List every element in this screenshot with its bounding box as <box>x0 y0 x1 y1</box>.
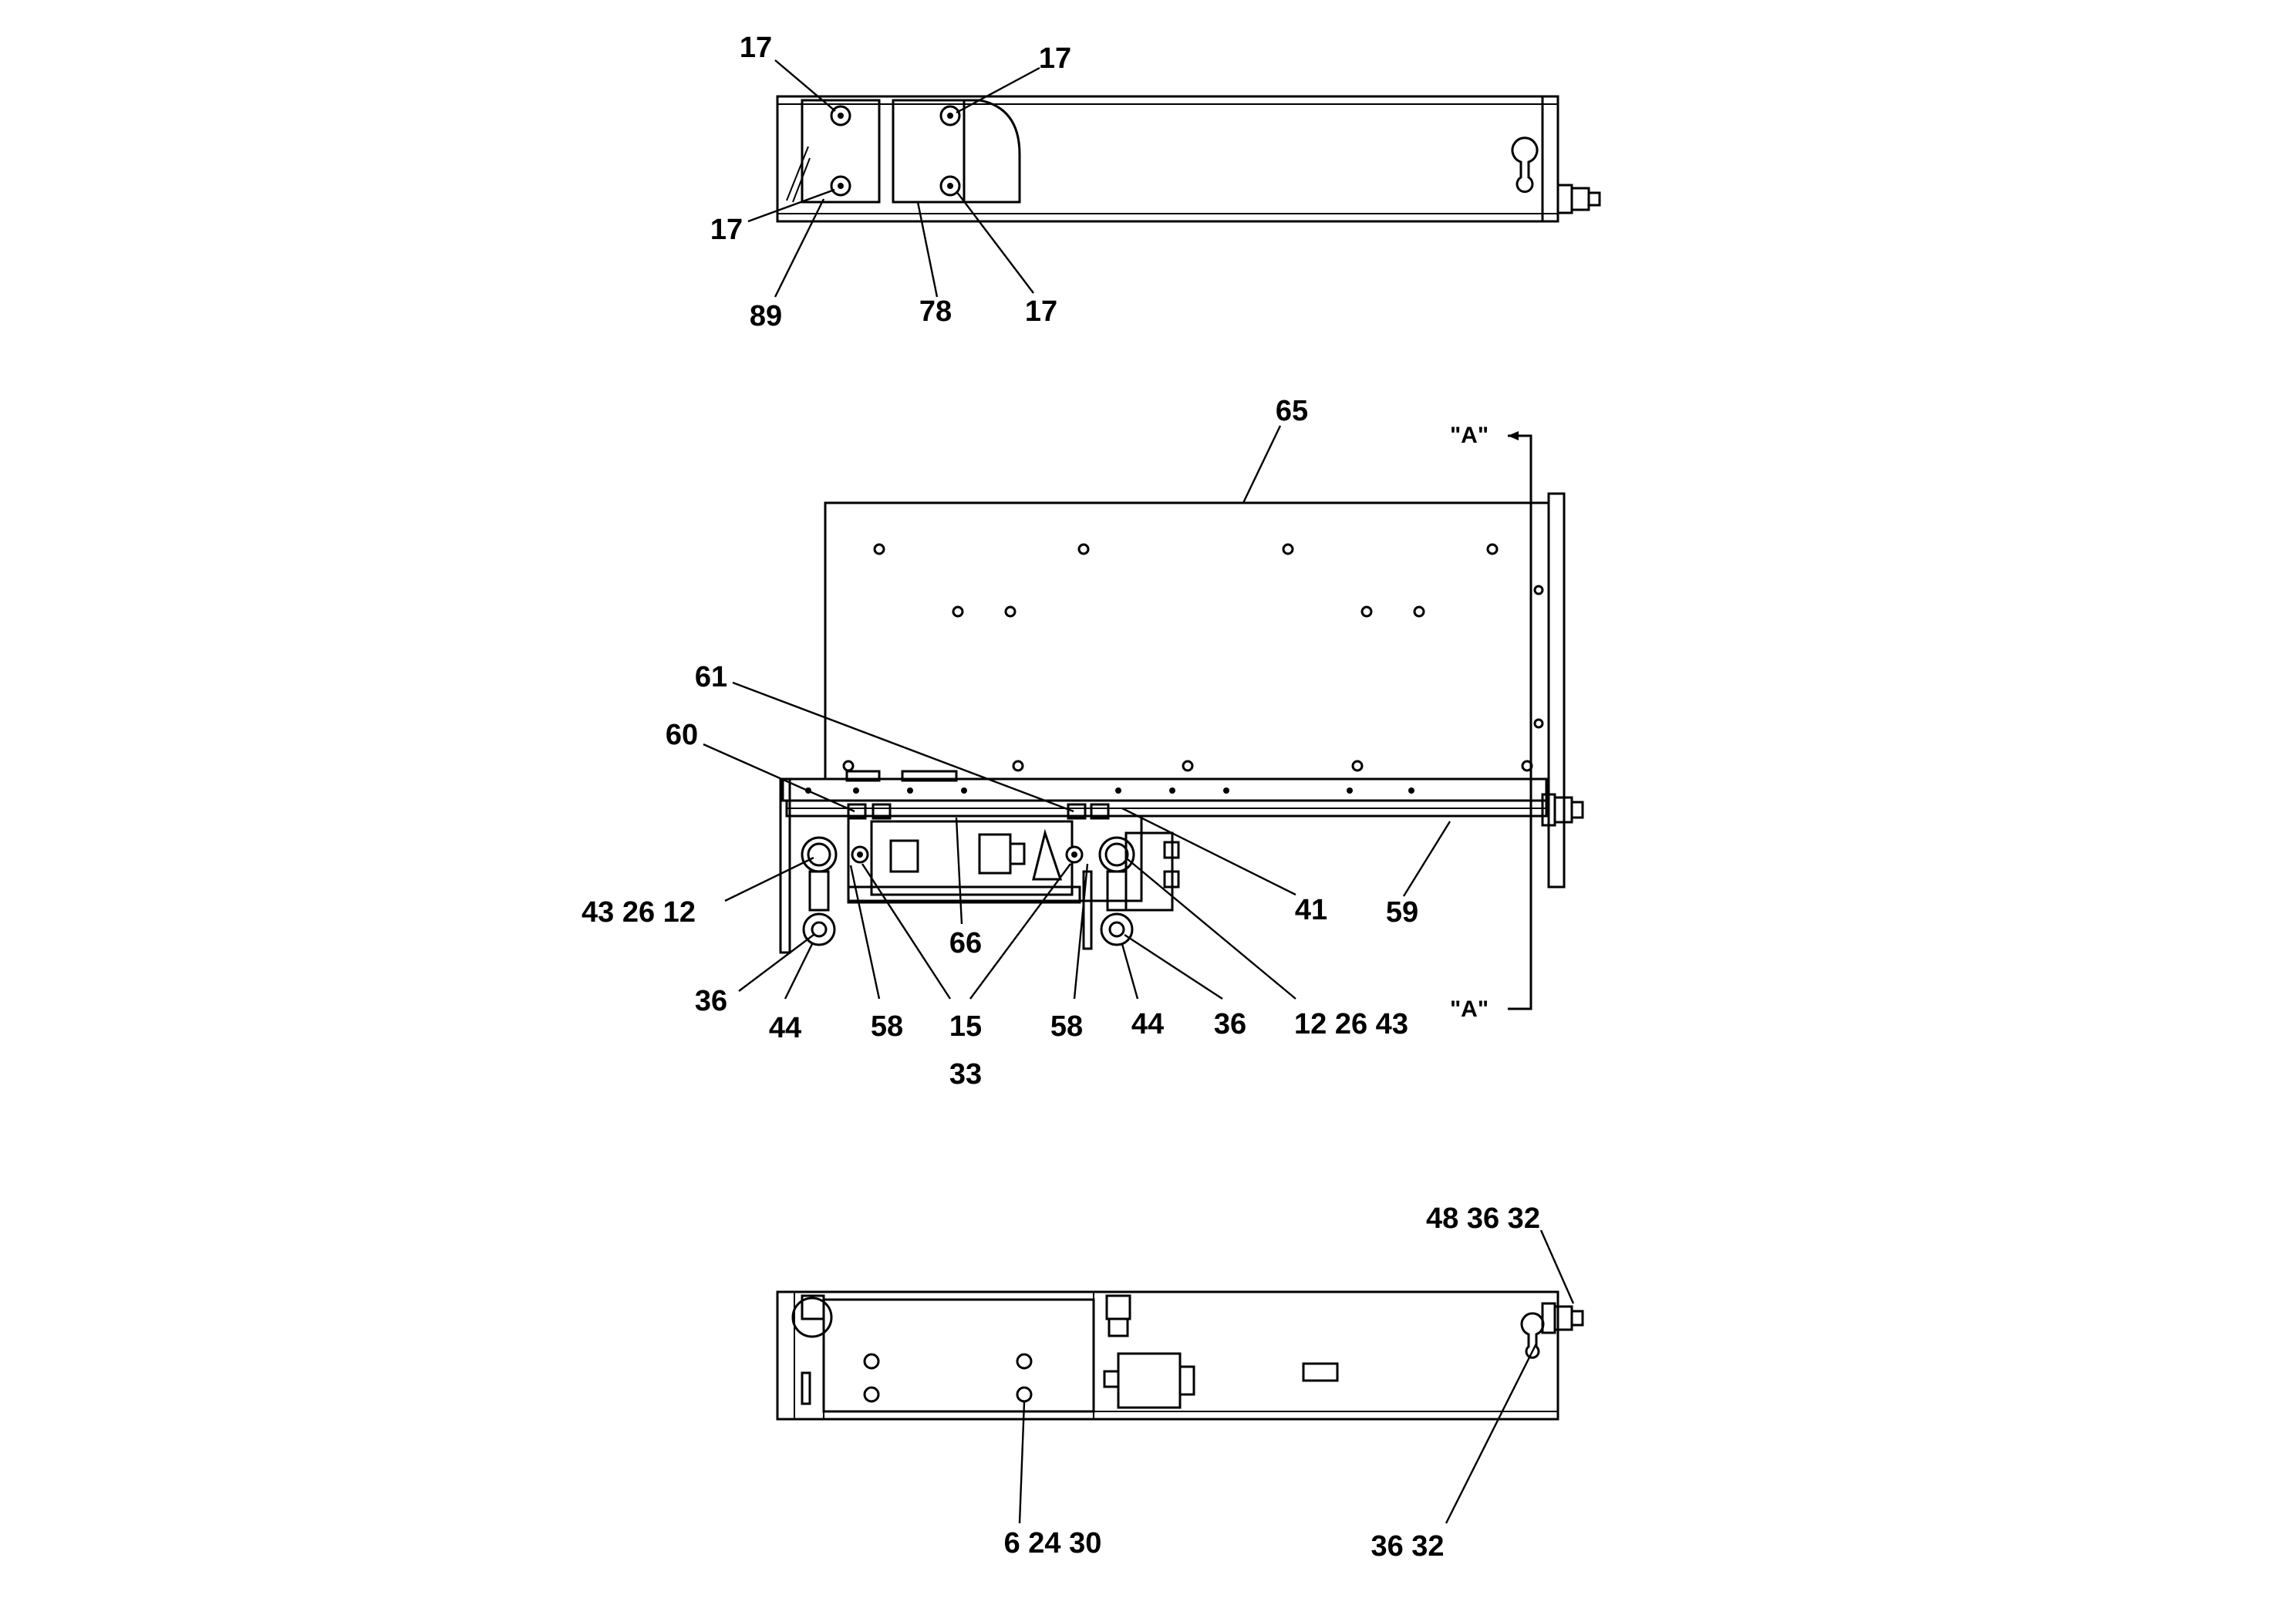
label-17-top-left: 17 <box>740 32 772 64</box>
label-15: 15 <box>949 1010 982 1043</box>
eye-left <box>802 912 836 946</box>
eye-right <box>1100 912 1134 946</box>
label-65: 65 <box>1276 395 1308 427</box>
rail-59 <box>781 777 1548 802</box>
bracket-89 <box>801 99 881 204</box>
label-58-left: 58 <box>871 1010 903 1043</box>
label-78: 78 <box>919 295 952 328</box>
side-flange <box>1547 492 1566 889</box>
plate-65 <box>824 501 1550 781</box>
label-6-24-30: 6 24 30 <box>1004 1527 1102 1560</box>
bracket-78 <box>892 99 1021 204</box>
frame-left <box>779 777 791 954</box>
label-58-right: 58 <box>1050 1010 1083 1043</box>
label-36-left: 36 <box>695 985 727 1017</box>
slot <box>1302 1362 1339 1382</box>
label-41: 41 <box>1295 894 1327 926</box>
screw-6-24-30 <box>1016 1386 1033 1403</box>
top-housing <box>776 95 1559 223</box>
section-line-a <box>1508 431 1532 1010</box>
label-48-36-32: 48 36 32 <box>1426 1202 1540 1235</box>
actuator-block <box>889 839 919 873</box>
section-label-a-bottom: "A" <box>1450 996 1489 1022</box>
keyhole <box>1511 137 1539 194</box>
label-36-right: 36 <box>1214 1008 1246 1040</box>
corner-clamp <box>791 1297 833 1338</box>
valve-body <box>1117 1352 1182 1409</box>
plate-holes <box>842 543 1544 772</box>
label-17-mid-left: 17 <box>710 214 743 246</box>
bottom-housing <box>776 1290 1559 1421</box>
label-33: 33 <box>949 1058 982 1091</box>
rail-holes <box>805 787 1414 794</box>
label-44-right: 44 <box>1131 1008 1164 1040</box>
label-66: 66 <box>949 927 982 959</box>
bottom-view: 48 36 32 6 24 30 36 32 <box>776 1202 1584 1563</box>
mechanism-housing <box>847 814 1143 902</box>
label-17-bottom-right: 17 <box>1025 295 1057 328</box>
label-89: 89 <box>750 300 782 332</box>
label-44-left: 44 <box>769 1012 801 1044</box>
label-61: 61 <box>695 661 727 693</box>
label-43-26-12-left: 43 26 12 <box>582 896 696 929</box>
label-17-top-right: 17 <box>1039 42 1071 75</box>
label-60: 60 <box>666 719 698 751</box>
label-59: 59 <box>1386 896 1418 929</box>
section-label-a-top: "A" <box>1450 423 1489 448</box>
middle-view: 65 61 60 66 41 59 43 26 12 36 44 58 15 3… <box>582 395 1584 1091</box>
label-36-32: 36 32 <box>1371 1530 1444 1563</box>
label-12-26-43-right: 12 26 43 <box>1294 1008 1408 1040</box>
top-view: 17 17 17 89 78 17 <box>710 32 1601 332</box>
